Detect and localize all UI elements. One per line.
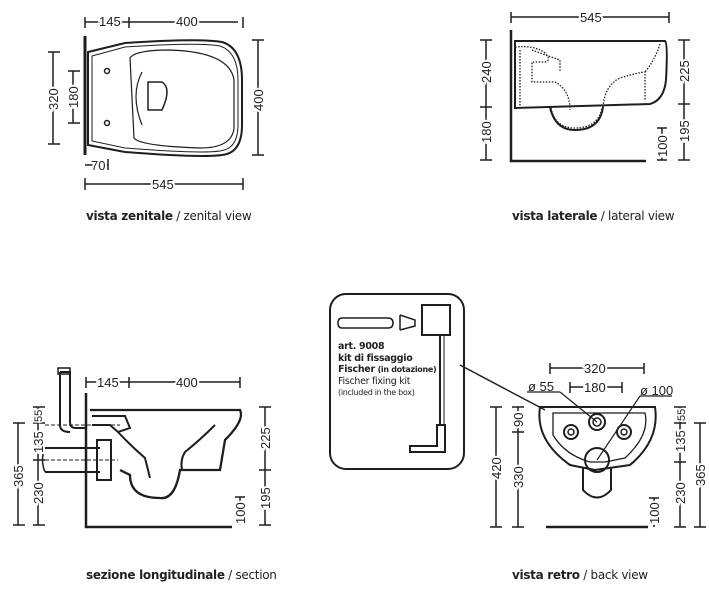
dim-zenital-right: 400 bbox=[251, 89, 266, 111]
back-view-drawing bbox=[490, 363, 706, 529]
dim-lateral-right-lower: 195 bbox=[677, 120, 692, 142]
dim-lateral-left-lower: 180 bbox=[479, 121, 494, 143]
dim-section-left-a: 55 bbox=[33, 410, 45, 422]
dim-back-top-outer: 320 bbox=[584, 361, 606, 376]
caption-section-it: sezione longitudinale bbox=[86, 568, 225, 582]
caption-back-en: back view bbox=[590, 568, 649, 582]
kit-title-en: Fischer fixing kit bbox=[338, 375, 411, 387]
dim-lateral-top: 545 bbox=[580, 10, 602, 25]
dim-back-right-outer: 365 bbox=[693, 464, 708, 486]
lateral-view-drawing bbox=[480, 12, 690, 163]
dim-back-right-c: 230 bbox=[673, 482, 688, 504]
dim-zenital-bottom-small: 70 bbox=[91, 158, 105, 173]
dim-lateral-left-upper: 240 bbox=[479, 61, 494, 83]
caption-section: sezione longitudinale / section bbox=[86, 568, 277, 582]
dim-back-left-a: 90 bbox=[511, 413, 526, 427]
kit-article: art. 9008 bbox=[338, 341, 385, 352]
caption-section-en: section bbox=[235, 568, 277, 582]
dim-back-right-a: 55 bbox=[676, 409, 688, 421]
dim-zenital-left-inner: 180 bbox=[66, 86, 81, 108]
dim-section-left-outer: 365 bbox=[11, 465, 26, 487]
caption-back: vista retro / back view bbox=[512, 568, 648, 582]
dim-back-diam-large: ø 100 bbox=[640, 383, 673, 398]
kit-included-it: (in dotazione) bbox=[377, 365, 437, 374]
kit-included-en: (included in the box) bbox=[338, 388, 415, 397]
dim-section-right-upper: 225 bbox=[258, 427, 273, 449]
section-drawing bbox=[13, 367, 271, 529]
dim-back-top-inner: 180 bbox=[584, 380, 606, 395]
dim-section-left-c: 230 bbox=[31, 482, 46, 504]
dim-zenital-left-outer: 320 bbox=[46, 88, 61, 110]
caption-zenital-it: vista zenitale bbox=[86, 209, 173, 223]
caption-zenital: vista zenitale / zenital view bbox=[86, 209, 252, 223]
caption-lateral-en: lateral view bbox=[608, 209, 675, 223]
dim-back-bottom-small: 100 bbox=[647, 502, 662, 524]
fixing-kit-inset bbox=[329, 293, 546, 470]
dim-section-right-small: 100 bbox=[233, 502, 248, 524]
dim-section-right-lower: 195 bbox=[258, 487, 273, 509]
caption-lateral: vista laterale / lateral view bbox=[512, 209, 675, 223]
caption-zenital-en: zenital view bbox=[183, 209, 252, 223]
caption-lateral-it: vista laterale bbox=[512, 209, 598, 223]
dim-back-left-outer: 420 bbox=[489, 457, 504, 479]
dim-section-top-b: 400 bbox=[176, 375, 198, 390]
dim-lateral-right-small: 100 bbox=[655, 135, 670, 157]
fixing-kit-label: art. 9008 kit di fissaggio Fischer (in d… bbox=[338, 341, 437, 399]
dim-section-left-b: 135 bbox=[31, 431, 46, 453]
dim-lateral-right-upper: 225 bbox=[677, 60, 692, 82]
dim-zenital-top-b: 400 bbox=[176, 14, 198, 29]
kit-title-it: kit di fissaggio bbox=[338, 352, 413, 364]
dim-back-diam-small: ø 55 bbox=[528, 379, 554, 394]
kit-brand: Fischer bbox=[338, 364, 375, 375]
dim-back-left-b: 330 bbox=[511, 466, 526, 488]
zenital-view-drawing bbox=[48, 17, 264, 190]
dim-section-top-a: 145 bbox=[97, 375, 119, 390]
dim-back-right-b: 135 bbox=[673, 430, 688, 452]
dim-zenital-top-a: 145 bbox=[99, 14, 121, 29]
caption-back-it: vista retro bbox=[512, 568, 580, 582]
dim-zenital-bottom: 545 bbox=[152, 177, 174, 192]
